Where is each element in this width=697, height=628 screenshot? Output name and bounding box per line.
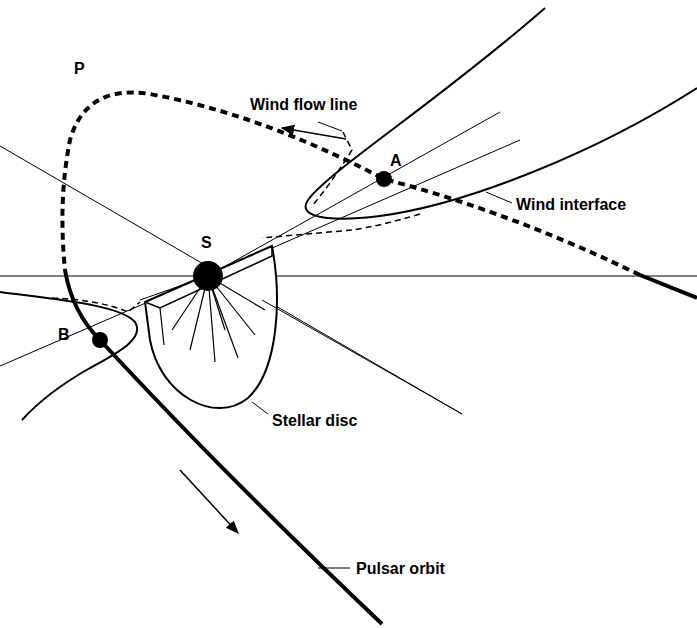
point-letter: P bbox=[74, 60, 85, 78]
leader-line bbox=[318, 122, 342, 131]
direction-arrow bbox=[282, 128, 346, 139]
pulsar-position bbox=[376, 171, 392, 187]
pulsar-position bbox=[92, 332, 108, 348]
pulsar-orbit bbox=[62, 92, 640, 275]
axis-line bbox=[0, 146, 462, 414]
leader-line bbox=[318, 568, 350, 569]
callout-label: Stellar disc bbox=[272, 412, 357, 430]
wind-interface-curve bbox=[306, 8, 697, 219]
stellar-disc-rim bbox=[160, 308, 164, 345]
reference-line bbox=[0, 276, 697, 277]
point-letter: S bbox=[201, 234, 212, 252]
callout-label: Wind flow line bbox=[250, 96, 357, 114]
point-letter: A bbox=[390, 152, 402, 170]
leader-line bbox=[252, 402, 268, 414]
leader-line bbox=[486, 192, 512, 203]
pulsar-orbit bbox=[65, 270, 382, 624]
stellar-disc bbox=[145, 246, 277, 408]
callout-label: Pulsar orbit bbox=[356, 560, 445, 578]
callout-label: Wind interface bbox=[516, 196, 626, 214]
axis-line bbox=[262, 300, 462, 414]
point-letter: B bbox=[58, 326, 70, 344]
wind-flow-line bbox=[312, 132, 352, 206]
pulsar-orbit bbox=[640, 275, 697, 298]
direction-arrow bbox=[180, 470, 238, 533]
star-body bbox=[193, 261, 223, 291]
wind-flow-line bbox=[262, 214, 420, 238]
star-rays bbox=[172, 276, 265, 362]
stellar-disc-rim bbox=[145, 246, 272, 308]
radial-line bbox=[208, 112, 500, 276]
wind-flow-line bbox=[52, 298, 140, 312]
